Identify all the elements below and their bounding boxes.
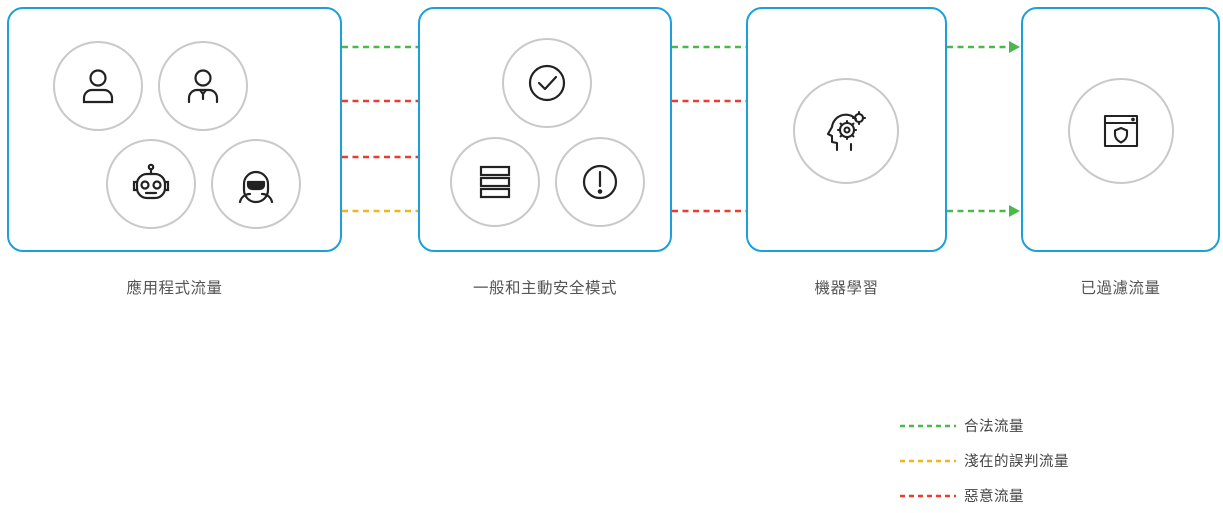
- server-stack-icon: [479, 165, 511, 199]
- check-circle-wrapper: [502, 38, 592, 128]
- alert-icon: [582, 164, 618, 200]
- legend: 合法流量 淺在的誤判流量 惡意流量: [900, 408, 1069, 513]
- caption-application-traffic: 應用程式流量: [126, 280, 223, 297]
- robot-icon: [132, 163, 170, 200]
- brain-circle: [793, 78, 899, 184]
- brain-gear-icon: [826, 110, 867, 152]
- hacker-icon: [238, 170, 274, 204]
- check-circle-icon: [528, 64, 566, 102]
- legend-item-malicious: 惡意流量: [900, 478, 1069, 513]
- attacker-circle: [211, 139, 301, 229]
- caption-security-modes: 一般和主動安全模式: [472, 280, 617, 297]
- panel-machine-learning: [746, 7, 947, 252]
- legend-swatch-malicious: [900, 494, 956, 497]
- user-icon: [82, 69, 114, 104]
- browser-shield-circle: [1068, 78, 1174, 184]
- browser-shield-icon: [1103, 114, 1139, 148]
- arrowhead-top: [1009, 41, 1020, 53]
- legend-label-legit: 合法流量: [964, 419, 1024, 435]
- flow-lines: [342, 41, 1020, 217]
- legend-label-false-positive: 淺在的誤判流量: [964, 454, 1069, 470]
- alert-circle: [555, 137, 645, 227]
- legend-swatch-legit: [900, 424, 956, 427]
- server-circle: [450, 137, 540, 227]
- panel-application-traffic: [7, 7, 342, 252]
- panel-filtered-traffic: [1021, 7, 1220, 252]
- legend-item-false-positive: 淺在的誤判流量: [900, 443, 1069, 478]
- bot-circle: [106, 139, 196, 229]
- legend-label-malicious: 惡意流量: [964, 489, 1024, 505]
- traffic-flow-diagram: 應用程式流量 一般和主動安全模式 機器學習 已過濾流量 合法流量 淺在的誤判流量…: [7, 7, 1220, 505]
- caption-filtered-traffic: 已過濾流量: [1080, 280, 1161, 297]
- panel-security-modes: [418, 7, 672, 252]
- user-circle: [53, 41, 143, 131]
- legend-item-legit: 合法流量: [900, 408, 1069, 443]
- user-with-tie-icon: [187, 69, 219, 104]
- arrowhead-bottom: [1009, 205, 1020, 217]
- legend-swatch-false-positive: [900, 459, 956, 462]
- employee-circle: [158, 41, 248, 131]
- caption-machine-learning: 機器學習: [814, 280, 879, 297]
